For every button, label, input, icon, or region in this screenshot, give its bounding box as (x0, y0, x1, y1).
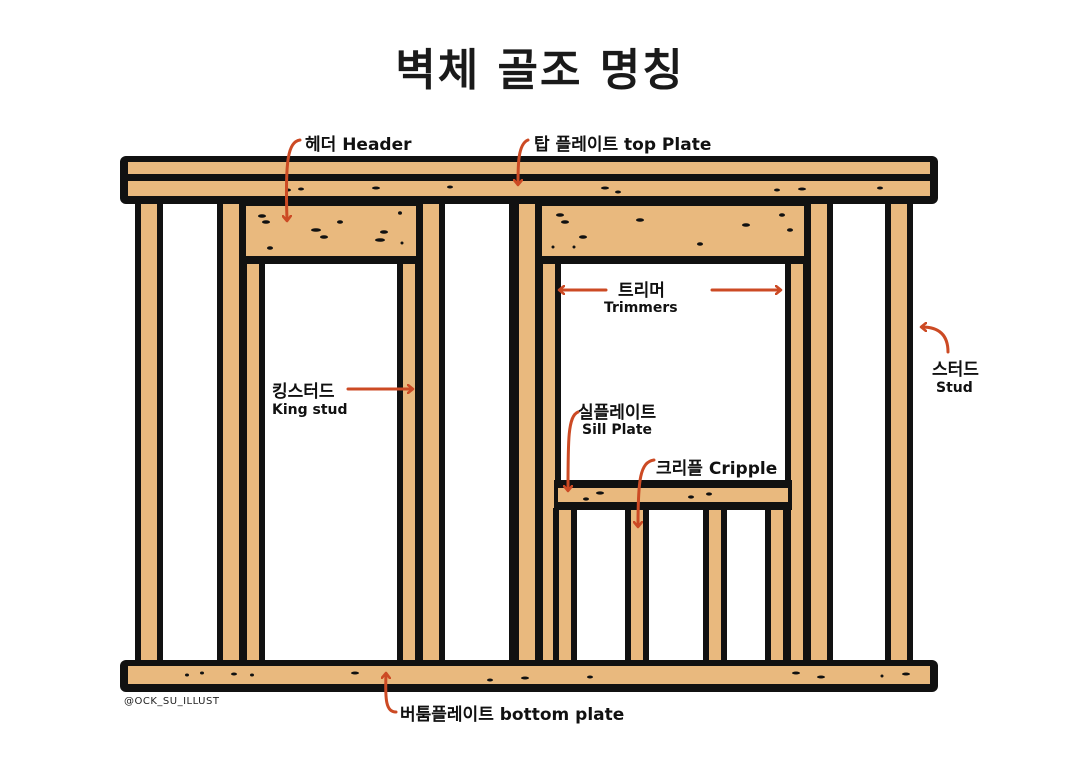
label-king-stud-ko: 킹스터드 (272, 382, 335, 402)
label-stud-en: Stud (936, 380, 973, 396)
stud-right-end (885, 200, 913, 662)
top-plate-arrow (518, 138, 530, 184)
king-stud-window-left (513, 200, 541, 662)
sill-plate-arrow (568, 410, 580, 490)
header-arrow (286, 138, 302, 220)
window-trimmer-1 (537, 260, 561, 662)
label-trimmers-ko: 트리머 (618, 281, 665, 301)
stud-left-end (135, 200, 163, 662)
sill-plate (554, 480, 792, 510)
window-trimmer-2 (785, 260, 809, 662)
king-stud-window-right (805, 200, 833, 662)
king-stud-door-right (417, 200, 445, 662)
label-bottom-plate: 버툼플레이트 bottom plate (400, 705, 625, 725)
cripple-2 (625, 508, 649, 662)
studs-layer (135, 200, 913, 662)
diagram-title: 벽체 골조 명칭 (395, 45, 685, 96)
label-king-stud-en: King stud (272, 402, 348, 418)
king-stud-door-left (217, 200, 245, 662)
bottom-plate-arrow (386, 674, 398, 714)
label-sill-plate-ko: 실플레이트 (578, 403, 657, 423)
cripple-arrow (638, 458, 656, 526)
stud-arrow (922, 327, 950, 354)
label-header: 헤더 Header (305, 135, 412, 155)
cripple-3 (703, 508, 727, 662)
label-sill-plate-en: Sill Plate (582, 422, 653, 438)
top-plate (120, 156, 938, 204)
window-header (536, 202, 810, 264)
bottom-plate (120, 660, 938, 692)
door-trimmer-1 (241, 260, 265, 662)
label-top-plate: 탑 플레이트 top Plate (534, 135, 712, 155)
label-trimmers-en: Trimmers (604, 300, 678, 316)
cripple-4 (765, 508, 789, 662)
label-stud-ko: 스터드 (932, 360, 979, 380)
door-header (240, 202, 422, 264)
credit-text: @OCK_SU_ILLUST (124, 696, 220, 707)
label-cripple: 크리플 Cripple (656, 459, 778, 479)
door-trimmer-2 (397, 260, 421, 662)
cripple-1 (553, 508, 577, 662)
